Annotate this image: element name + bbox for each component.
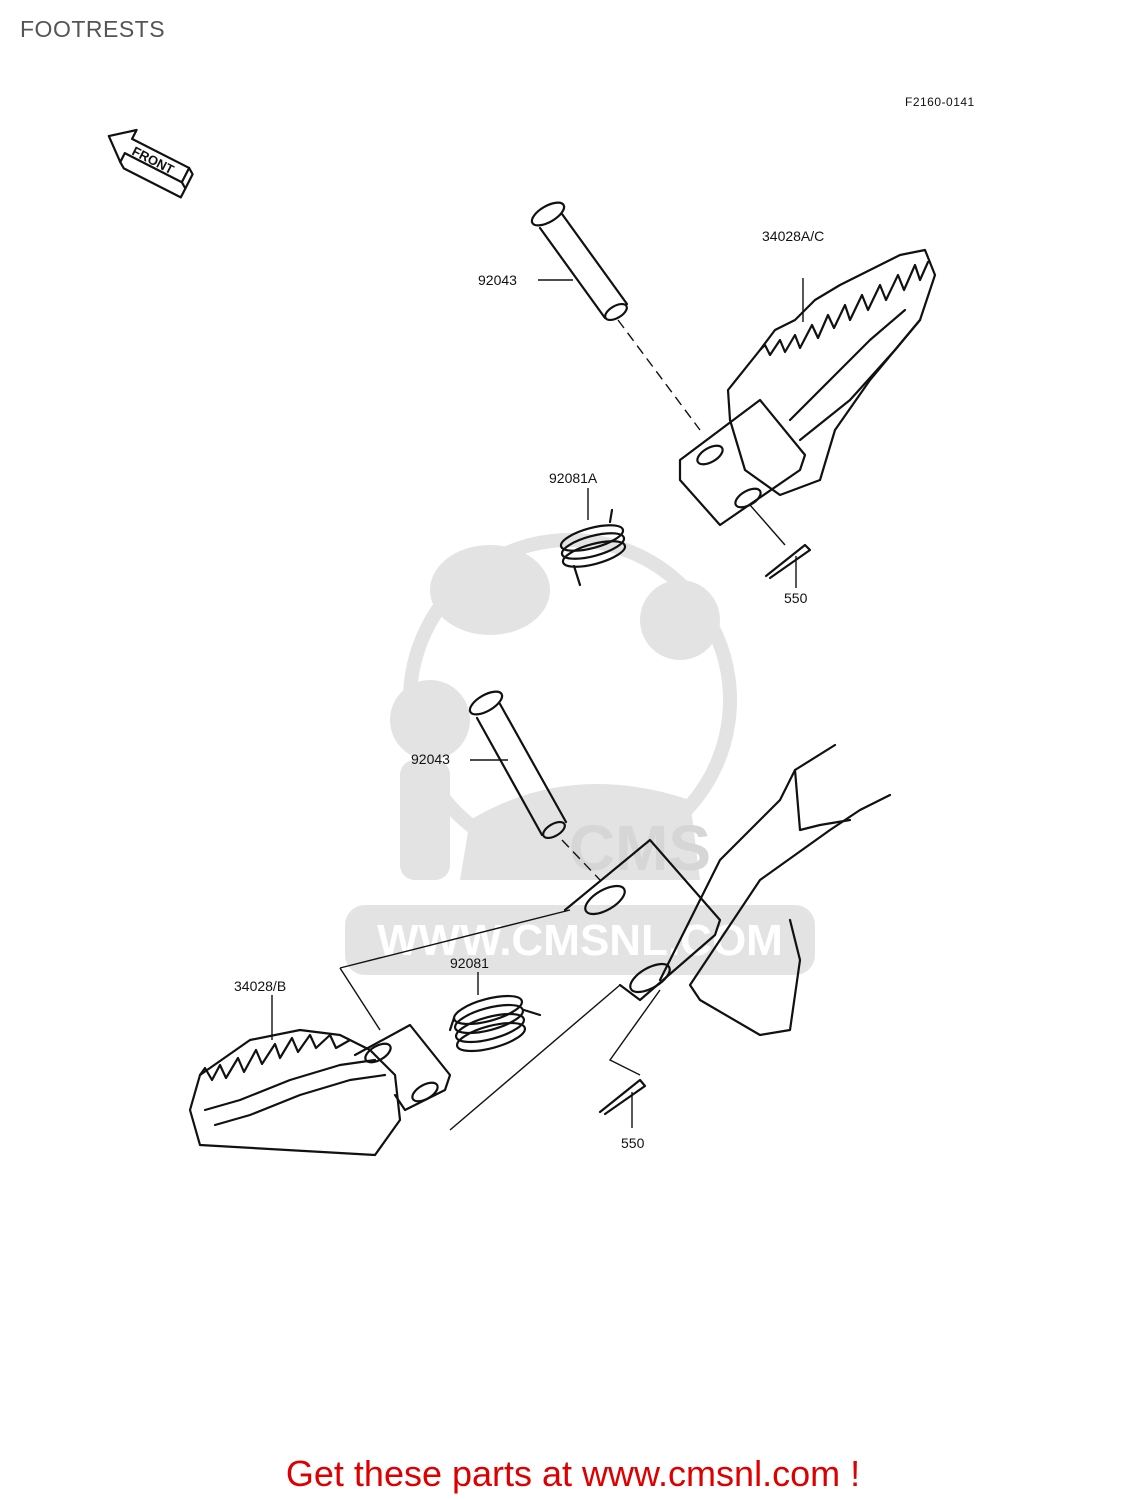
spring-bottom-drawing xyxy=(448,994,542,1053)
footrest-right-drawing xyxy=(678,248,937,546)
cms-watermark-logo: WWW.CMSNL.COM CMS xyxy=(345,533,815,975)
part-label-footrest-left: 34028/B xyxy=(234,978,287,994)
cotter-bottom-drawing xyxy=(598,1078,647,1116)
part-label-pin-bottom: 92043 xyxy=(411,751,450,767)
part-label-cotter-top: 550 xyxy=(784,590,808,606)
frame-bracket-drawing xyxy=(339,743,892,1131)
footrest-left-drawing xyxy=(188,1023,452,1157)
figure-code: F2160-0141 xyxy=(905,95,975,109)
page-title: FOOTRESTS xyxy=(20,16,166,42)
part-label-spring-bottom: 92081 xyxy=(450,955,489,971)
part-label-footrest-right: 34028A/C xyxy=(762,228,825,244)
get-parts-link[interactable]: Get these parts at www.cmsnl.com ! xyxy=(285,1453,861,1494)
part-label-spring-top: 92081A xyxy=(549,470,598,486)
watermark-text: WWW.CMSNL.COM xyxy=(377,916,783,965)
pin-bottom-drawing xyxy=(468,690,601,881)
spring-top-drawing xyxy=(559,508,627,587)
cotter-top-drawing xyxy=(764,543,812,580)
front-arrow-icon: FRONT xyxy=(107,128,194,199)
part-label-cotter-bottom: 550 xyxy=(621,1135,645,1151)
part-label-pin-top: 92043 xyxy=(478,272,517,288)
pin-top-drawing xyxy=(530,201,701,431)
